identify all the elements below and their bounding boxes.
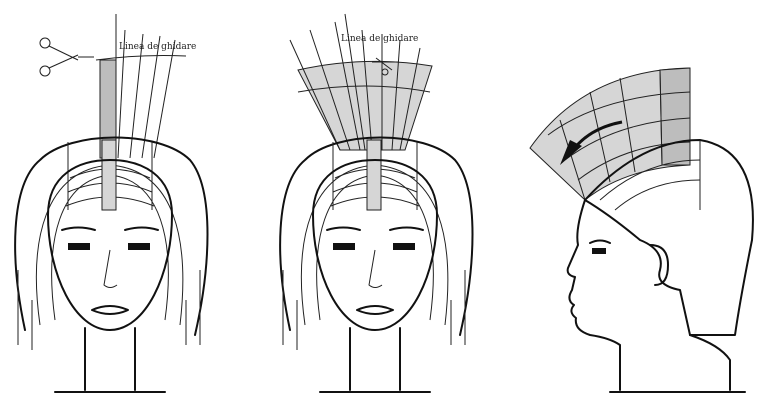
left-eyebrow <box>62 228 95 231</box>
left-eye <box>333 243 355 250</box>
guide-line-label-2: Linea de ghidare <box>341 34 418 44</box>
neck <box>85 328 135 390</box>
neck-back <box>690 335 730 390</box>
right-eyebrow <box>125 228 158 231</box>
neck <box>350 328 400 390</box>
right-eyebrow <box>390 228 423 231</box>
section-line <box>615 180 700 210</box>
eyebrow <box>590 241 610 244</box>
eye <box>592 248 606 254</box>
nose <box>369 250 382 288</box>
face-profile <box>568 200 620 390</box>
nose <box>104 250 117 288</box>
right-eye <box>393 243 415 250</box>
hairline <box>585 200 690 335</box>
mouth <box>357 306 393 314</box>
right-eye <box>128 243 150 250</box>
section-lines <box>283 140 465 350</box>
front-view-2 <box>280 14 472 392</box>
scissors-icon <box>40 38 94 76</box>
left-eye <box>68 243 90 250</box>
front-view-1 <box>15 14 207 392</box>
left-eyebrow <box>327 228 360 231</box>
mouth <box>92 306 128 314</box>
hair-strands-lifted <box>96 14 186 158</box>
side-view <box>530 68 753 392</box>
guide-line-label-1: Linea de ghidare <box>119 42 196 52</box>
section-lines <box>18 140 200 350</box>
hair-fan <box>530 68 690 200</box>
